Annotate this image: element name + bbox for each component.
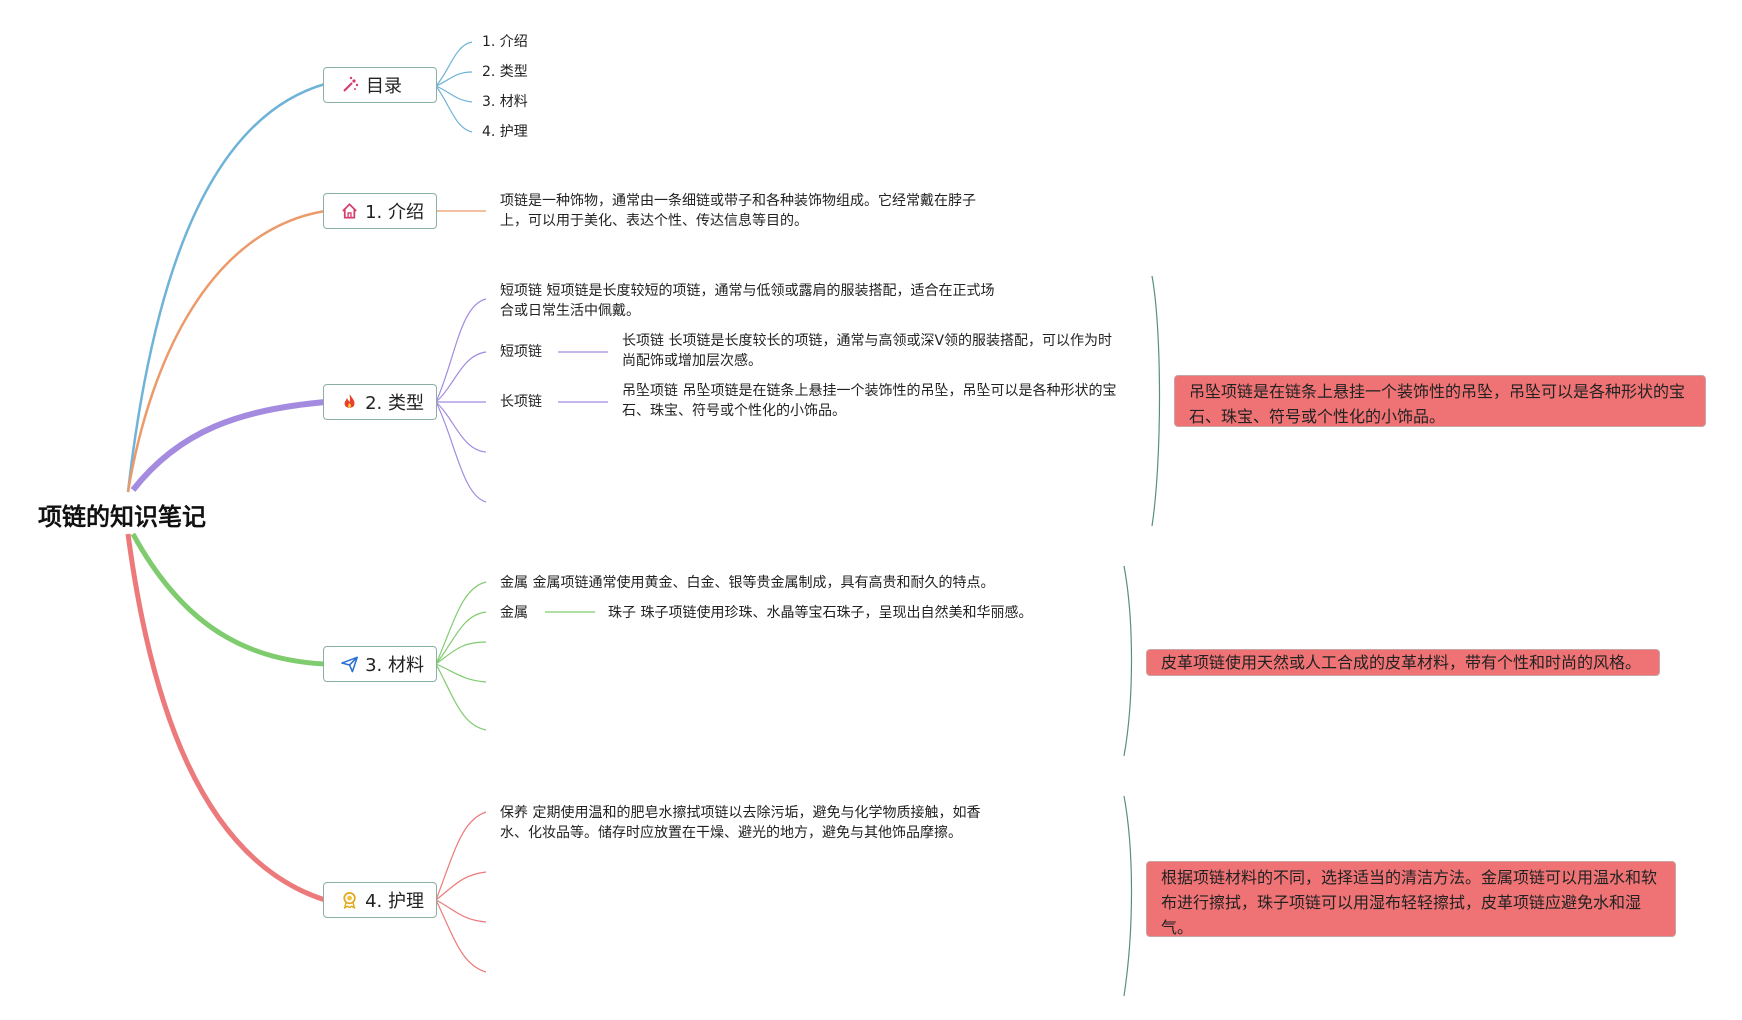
link-root-types (130, 399, 326, 492)
types-summary-note[interactable]: 吊坠项链是在链条上悬挂一个装饰性的吊坠，吊坠可以是各种形状的宝石、珠宝、符号或个… (1174, 375, 1706, 427)
branch-types-label: 2. 类型 (365, 393, 424, 414)
materials-summary-note[interactable]: 皮革项链使用天然或人工合成的皮革材料，带有个性和时尚的风格。 (1146, 649, 1660, 676)
paper-plane-icon (341, 656, 358, 673)
materials-row1-text[interactable]: 珠子 珠子项链使用珍珠、水晶等宝石珠子，呈现出自然美和华丽感。 (608, 605, 1033, 621)
types-row1-text[interactable]: 长项链 长项链是长度较长的项链，通常与高领或深V领的服装搭配，可以作为时尚配饰或… (622, 333, 1113, 369)
types-first-text[interactable]: 短项链 短项链是长度较短的项链，通常与低领或露肩的服装搭配，适合在正式场合或日常… (500, 283, 995, 319)
toc-item[interactable]: 3. 材料 (482, 94, 528, 110)
house-icon (342, 203, 357, 219)
link-root-care (125, 533, 326, 903)
materials-first-text[interactable]: 金属 金属项链通常使用黄金、白金、银等贵金属制成，具有高贵和耐久的特点。 (500, 575, 995, 591)
link-root-intro (126, 209, 326, 493)
branch-materials[interactable]: 3. 材料 (323, 646, 437, 682)
types-summary-brace (1151, 275, 1161, 527)
branch-toc-label: 目录 (366, 76, 402, 97)
sparkle-icon (343, 76, 359, 92)
branch-care-label: 4. 护理 (365, 891, 424, 912)
care-summary-note[interactable]: 根据项链材料的不同，选择适当的清洁方法。金属项链可以用温水和软布进行擦拭，珠子项… (1146, 861, 1676, 937)
intro-text[interactable]: 项链是一种饰物，通常由一条细链或带子和各种装饰物组成。它经常戴在脖子上，可以用于… (500, 193, 976, 229)
types-row2-label[interactable]: 长项链 (500, 394, 542, 410)
link-root-materials (130, 532, 326, 667)
toc-item[interactable]: 4. 护理 (482, 124, 528, 140)
toc-item[interactable]: 1. 介绍 (482, 34, 528, 50)
branch-care[interactable]: 4. 护理 (323, 882, 437, 918)
root-topic[interactable]: 项链的知识笔记 (38, 503, 206, 531)
care-first-text[interactable]: 保养 定期使用温和的肥皂水擦拭项链以去除污垢，避免与化学物质接触，如香水、化妆品… (500, 805, 981, 841)
flame-icon (344, 394, 355, 408)
toc-item[interactable]: 2. 类型 (482, 64, 528, 80)
branch-types[interactable]: 2. 类型 (323, 384, 437, 420)
branch-toc[interactable]: 目录 (323, 67, 437, 103)
link-root-toc (126, 82, 326, 493)
care-summary-brace (1123, 795, 1133, 997)
materials-summary-brace (1123, 565, 1133, 757)
materials-row1-label[interactable]: 金属 (500, 605, 528, 621)
types-row2-text[interactable]: 吊坠项链 吊坠项链是在链条上悬挂一个装饰性的吊坠，吊坠可以是各种形状的宝石、珠宝… (622, 383, 1117, 419)
medal-icon (343, 891, 356, 909)
branch-intro[interactable]: 1. 介绍 (323, 193, 437, 229)
types-row1-label[interactable]: 短项链 (500, 344, 542, 360)
branch-materials-label: 3. 材料 (365, 655, 424, 676)
branch-intro-label: 1. 介绍 (365, 202, 424, 223)
